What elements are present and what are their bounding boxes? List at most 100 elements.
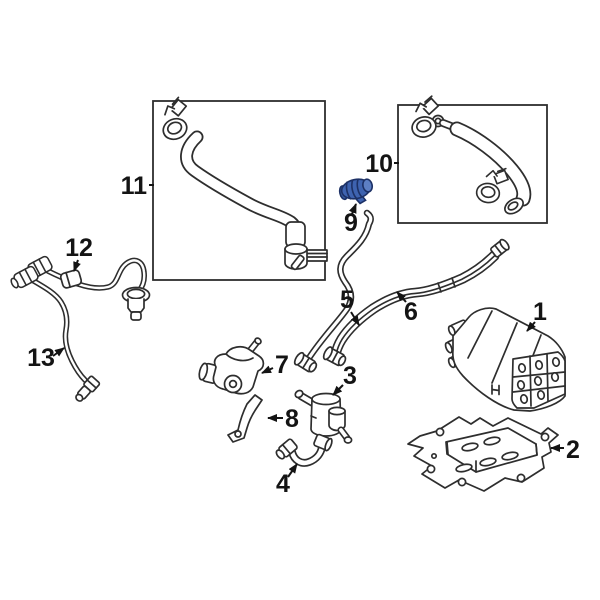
part-number-11[interactable]: 11 bbox=[121, 172, 148, 200]
part-12-oxygen-sensor bbox=[21, 254, 151, 321]
part-number-10[interactable]: 10 bbox=[365, 150, 393, 178]
sensor-hex bbox=[127, 298, 145, 313]
bracket-slot bbox=[461, 442, 479, 452]
valve-side-top bbox=[328, 406, 346, 416]
valve-rib bbox=[356, 179, 363, 198]
leader-arrow-13 bbox=[52, 347, 65, 357]
callout-1[interactable]: 1 bbox=[526, 298, 547, 332]
part-7-vent-valve bbox=[198, 337, 265, 395]
callout-4[interactable]: 4 bbox=[276, 463, 298, 498]
part-number-12[interactable]: 12 bbox=[65, 234, 93, 262]
callout-9[interactable]: 9 bbox=[344, 203, 358, 237]
leader-arrow-6 bbox=[396, 291, 407, 303]
sensor-tip-assembly bbox=[75, 375, 101, 402]
clamp-screw bbox=[290, 254, 305, 271]
canister-mark bbox=[491, 384, 500, 396]
part-11-hose-assembly bbox=[152, 95, 328, 281]
part-9-highlighted-valve[interactable] bbox=[338, 176, 376, 207]
valve-side-cylinder bbox=[328, 410, 346, 432]
valve-seam bbox=[310, 415, 317, 419]
tube-top-connector bbox=[490, 238, 510, 258]
part-number-6[interactable]: 6 bbox=[404, 298, 418, 326]
callout-2[interactable]: 2 bbox=[550, 436, 580, 464]
valve-boss-hole bbox=[228, 379, 238, 389]
valve-port-tip bbox=[294, 389, 304, 399]
hose-connector bbox=[313, 433, 333, 452]
hose-mouth-inner bbox=[507, 201, 519, 211]
tube-fill bbox=[335, 255, 498, 358]
valve-nozzle-tip bbox=[254, 337, 262, 345]
callout-13[interactable]: 13 bbox=[27, 344, 65, 372]
part-number-3[interactable]: 3 bbox=[343, 362, 357, 390]
leader-arrow-12 bbox=[73, 259, 81, 272]
bracket-ridge bbox=[446, 441, 538, 473]
part-number-4[interactable]: 4 bbox=[276, 470, 290, 498]
part-8-bracket bbox=[227, 394, 263, 443]
callouts: 11 10 9 5 6 12 13 7 bbox=[27, 150, 580, 498]
part-number-9[interactable]: 9 bbox=[344, 209, 358, 237]
bracket-slot bbox=[479, 457, 497, 467]
leader-arrow-3 bbox=[332, 384, 344, 396]
valve-rib bbox=[351, 179, 358, 200]
bracket-bolt-hole bbox=[430, 452, 438, 460]
leader-arrow-9 bbox=[348, 203, 357, 215]
valve-top bbox=[311, 392, 341, 406]
part-13-oxygen-sensor bbox=[7, 264, 101, 402]
bracket-slot bbox=[455, 463, 473, 473]
callout-6[interactable]: 6 bbox=[396, 291, 418, 326]
hose-fill bbox=[289, 444, 325, 466]
bracket-bolt-hole bbox=[457, 477, 467, 487]
part-number-1[interactable]: 1 bbox=[533, 298, 547, 326]
canister-seam bbox=[467, 310, 493, 359]
clamp-rim bbox=[284, 243, 308, 255]
callout-7[interactable]: 7 bbox=[261, 351, 289, 379]
clamp-band bbox=[305, 249, 328, 262]
screw-clamp-icon bbox=[284, 243, 328, 271]
part-number-5[interactable]: 5 bbox=[340, 286, 354, 314]
tube-sleeve-mark bbox=[437, 282, 442, 293]
bracket-bolt-hole bbox=[516, 473, 526, 483]
bracket-slot bbox=[483, 436, 501, 446]
bracket-bolt-hole bbox=[435, 427, 445, 437]
valve-rib bbox=[345, 181, 352, 200]
part-number-13[interactable]: 13 bbox=[27, 344, 55, 372]
bracket-slot bbox=[501, 451, 519, 461]
bracket-strap bbox=[227, 394, 263, 443]
valve-body-seam bbox=[225, 353, 254, 362]
wire-clip bbox=[59, 269, 83, 289]
valve-port-fill bbox=[298, 393, 316, 406]
callout-3[interactable]: 3 bbox=[332, 362, 357, 396]
tube-fill bbox=[307, 211, 373, 360]
bracket-outline bbox=[407, 416, 559, 492]
callout-11[interactable]: 11 bbox=[121, 172, 154, 200]
tube-sleeve-mark bbox=[451, 277, 456, 288]
hose-connector bbox=[275, 438, 298, 460]
canister-grid-face bbox=[511, 351, 566, 409]
callout-12[interactable]: 12 bbox=[65, 234, 93, 272]
bracket-bolt-hole bbox=[426, 464, 436, 474]
part-number-8[interactable]: 8 bbox=[285, 405, 299, 433]
sensor-flange-inner bbox=[126, 288, 146, 300]
callout-10[interactable]: 10 bbox=[365, 150, 399, 178]
sensor-tip bbox=[130, 311, 142, 321]
sensor-connector bbox=[7, 264, 40, 292]
part-1-vapor-canister bbox=[444, 307, 566, 412]
valve-bottom-tip bbox=[343, 436, 353, 444]
part-3-purge-valve bbox=[294, 389, 353, 444]
part-5-6-vapor-tubes bbox=[292, 209, 510, 376]
leader-arrow-4 bbox=[287, 463, 298, 478]
part-number-2[interactable]: 2 bbox=[566, 436, 580, 464]
leader-arrow-5 bbox=[350, 311, 360, 326]
leader-arrow-1 bbox=[526, 321, 536, 332]
canister-seam bbox=[491, 322, 518, 384]
tube-fill bbox=[332, 252, 495, 355]
part-10-hose-assembly bbox=[397, 94, 548, 224]
callout-8[interactable]: 8 bbox=[267, 405, 299, 433]
leader-arrow-7 bbox=[261, 365, 274, 374]
bracket-hole bbox=[234, 430, 242, 438]
callout-5[interactable]: 5 bbox=[340, 286, 360, 326]
part-number-7[interactable]: 7 bbox=[275, 351, 289, 379]
hose-fill bbox=[451, 123, 530, 205]
